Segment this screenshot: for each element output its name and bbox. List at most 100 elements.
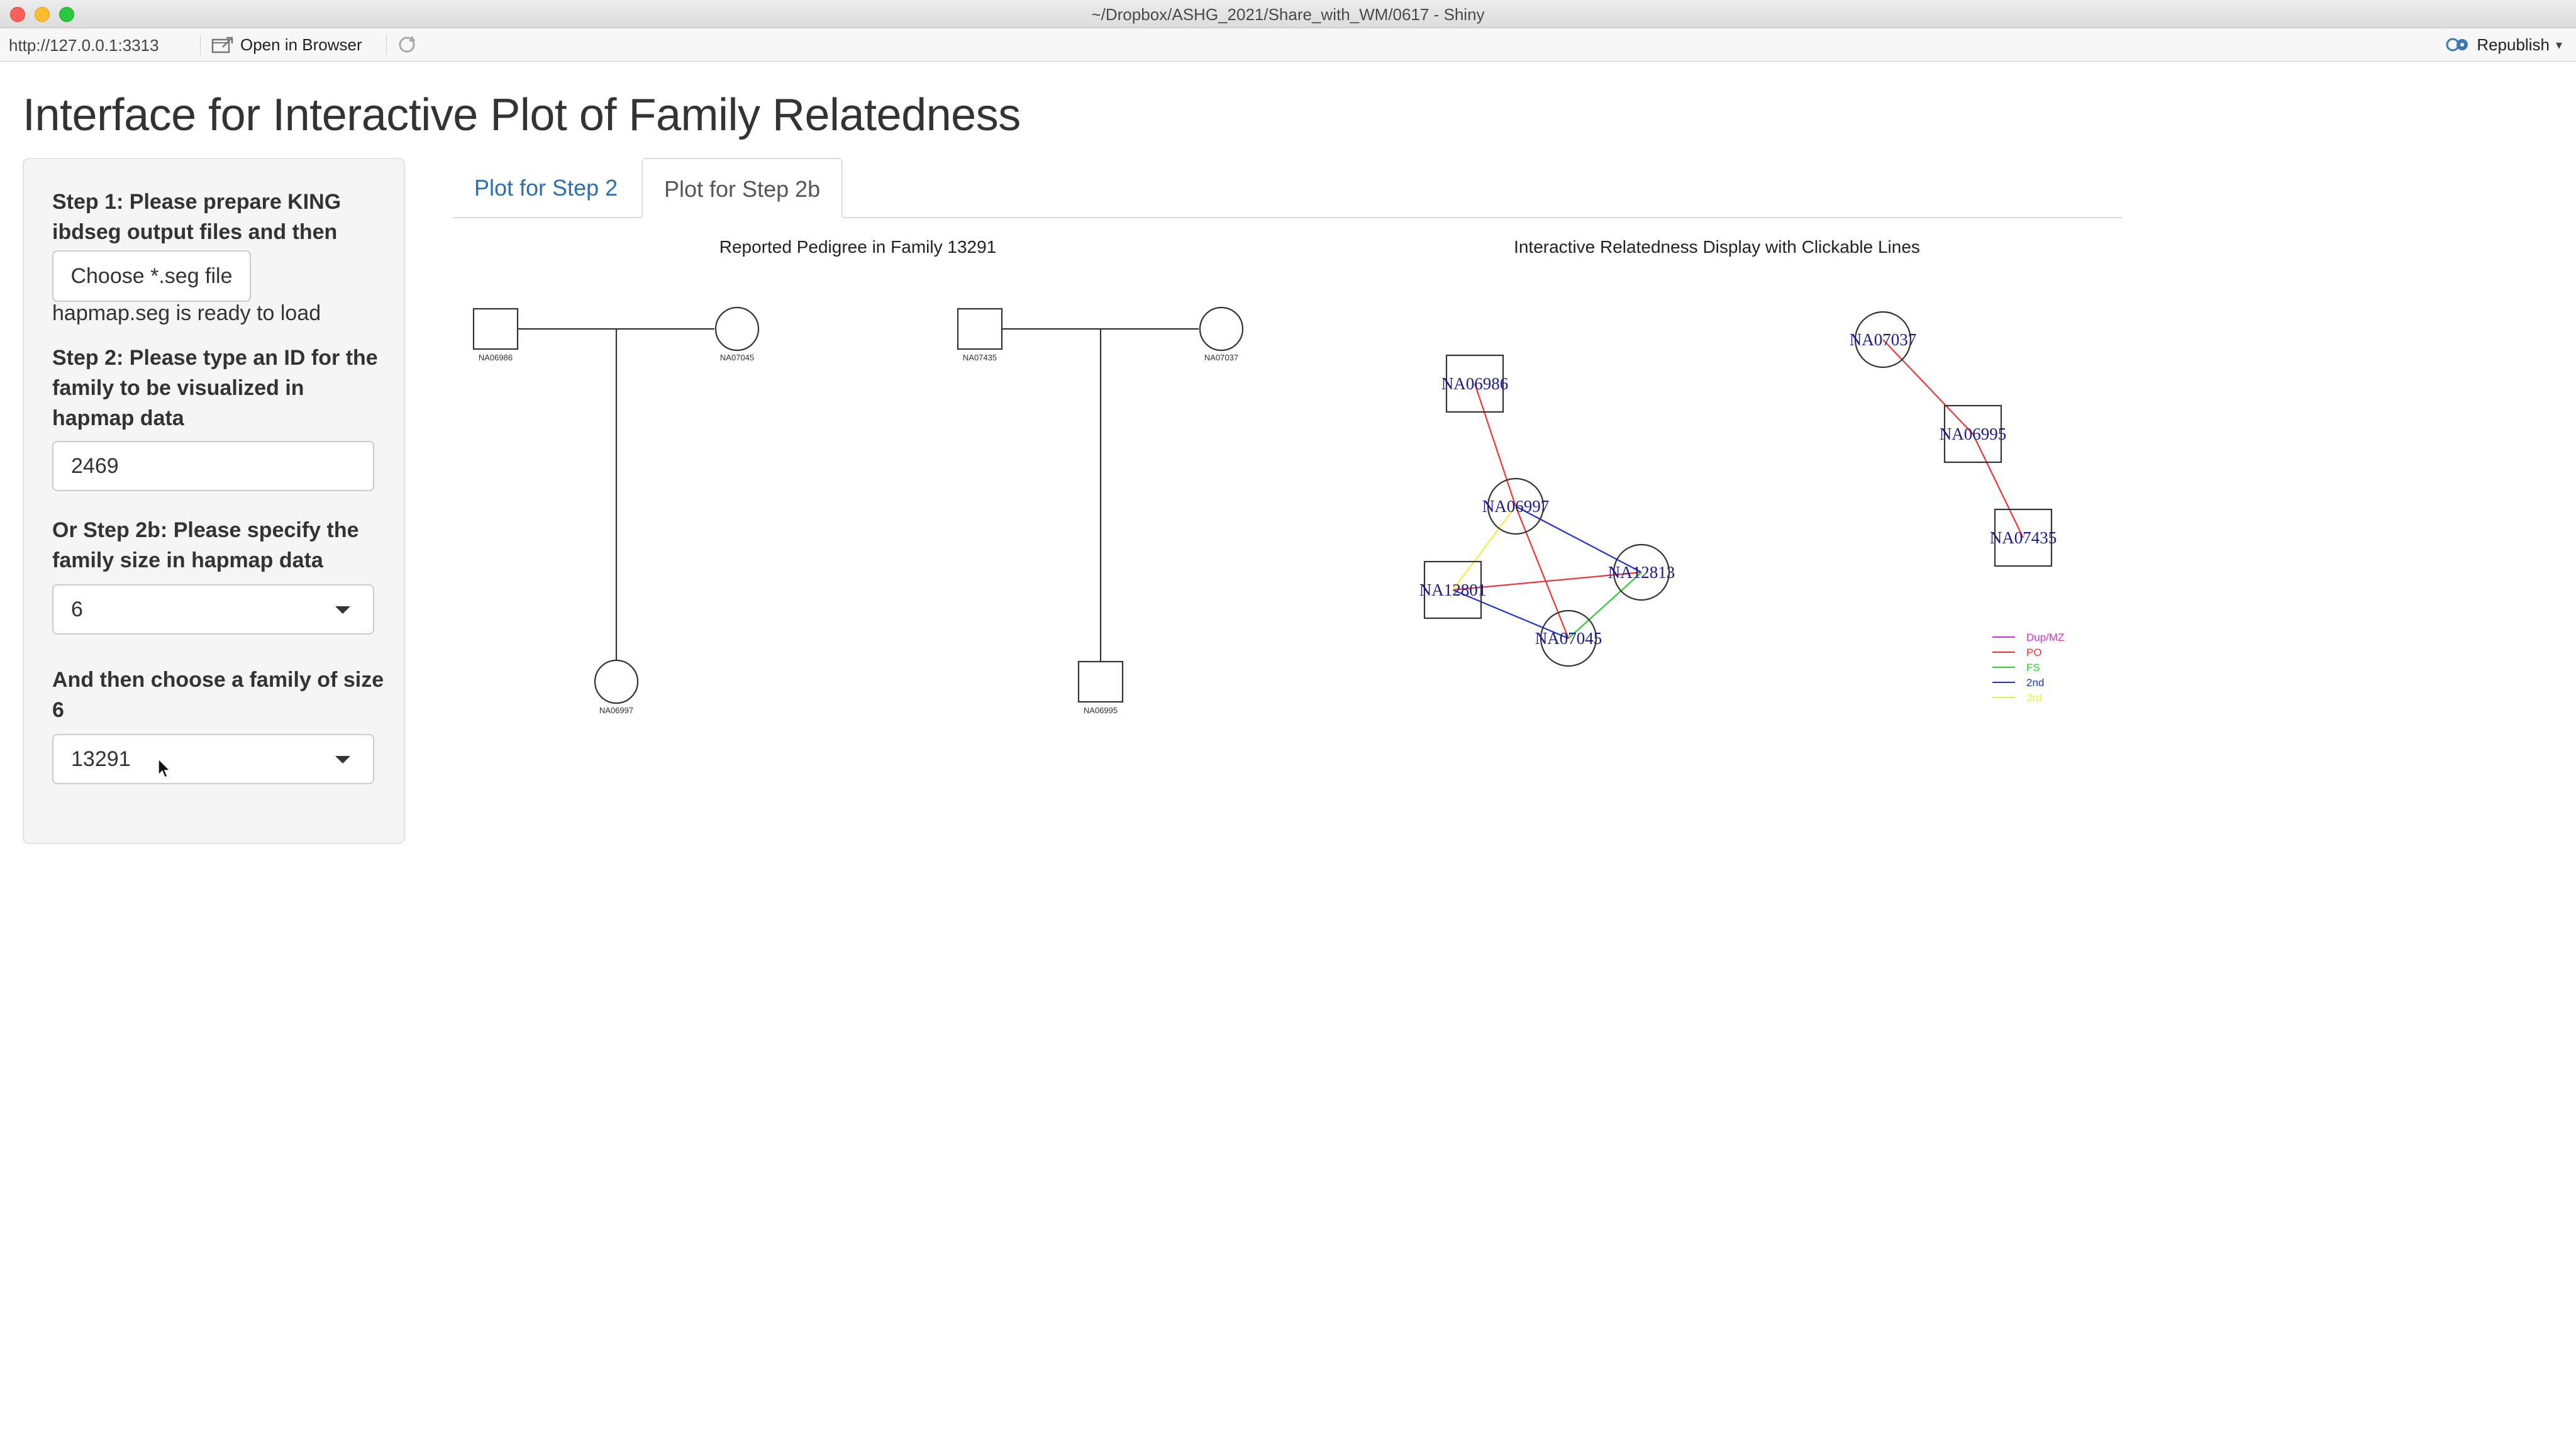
legend-item-PO: PO [1992, 647, 2042, 658]
network-node-label: NA07037 [1850, 330, 1917, 349]
network-male-symbol [1445, 354, 1504, 413]
pedigree-member-label: NA07045 [720, 353, 754, 362]
republish-label: Republish [2477, 35, 2550, 54]
network-node-label: NA06997 [1482, 497, 1550, 516]
network-node-NA07037[interactable]: NA07037 [1850, 311, 1917, 369]
pedigree-male-symbol [472, 308, 519, 350]
pedigree-lines [518, 328, 1199, 663]
pedigree-member-label: NA07435 [963, 353, 997, 362]
step1-label: Step 1: Please prepare KING ibdseg outpu… [52, 190, 341, 244]
network-node-NA06997[interactable]: NA06997 [1482, 477, 1550, 535]
edge-NA06986-NA06997[interactable] [1474, 383, 1517, 507]
mouse-cursor-icon [158, 758, 171, 779]
sidebar-panel: Step 1: Please prepare KING ibdseg outpu… [23, 158, 405, 844]
network-female-symbol [1613, 543, 1670, 601]
tab-plot-step-2[interactable]: Plot for Step 2 [474, 175, 618, 201]
refresh-icon[interactable] [396, 34, 418, 55]
toolbar-divider [200, 35, 201, 55]
legend-item-2nd: 2nd [1992, 677, 2044, 689]
legend-item-3rd: 3rd [1992, 692, 2042, 704]
network-node-label: NA12801 [1419, 580, 1487, 599]
legend-label: 3rd [2026, 692, 2042, 704]
pedigree-female-symbol [1199, 306, 1244, 352]
legend-label: PO [2026, 647, 2042, 658]
pedigree-member-NA07045: NA07045 [714, 306, 760, 362]
open-in-browser-button[interactable]: Open in Browser [211, 34, 362, 55]
window-title-bar: ~/Dropbox/ASHG_2021/Share_with_WM/0617 -… [0, 0, 2576, 28]
step2-label: Step 2: Please type an ID for the family… [52, 346, 378, 430]
tab-plot-step-2b[interactable]: Plot for Step 2b [641, 158, 843, 218]
choose-seg-file-button[interactable]: Choose *.seg file [52, 250, 251, 302]
legend-label: Dup/MZ [2026, 631, 2064, 643]
step2b-label: Or Step 2b: Please specify the family si… [52, 518, 359, 572]
family-size-value: 6 [71, 597, 83, 621]
toolbar-divider [386, 35, 387, 55]
network-node-label: NA07435 [1990, 528, 2057, 547]
relatedness-edges [1452, 339, 2024, 640]
pedigree-female-symbol [594, 659, 639, 704]
pedigree-title: Reported Pedigree in Family 13291 [719, 237, 996, 257]
network-male-symbol [1423, 560, 1482, 619]
chevron-down-icon[interactable]: ▾ [2555, 38, 2562, 52]
pedigree-member-NA06986: NA06986 [472, 308, 519, 362]
relationship-legend: Dup/MZ PO FS 2nd 3rd [1992, 631, 2064, 704]
network-node-NA07435[interactable]: NA07435 [1990, 508, 2057, 567]
network-male-symbol [1994, 508, 2053, 567]
pedigree-female-symbol [714, 306, 760, 352]
network-node-label: NA12813 [1608, 563, 1675, 582]
family-size-select[interactable]: 6 [52, 584, 374, 635]
pedigree-member-NA06997: NA06997 [594, 659, 639, 715]
network-female-symbol [1487, 477, 1545, 535]
network-node-NA07045[interactable]: NA07045 [1535, 609, 1602, 667]
republish-button[interactable]: Republish ▾ [2445, 34, 2562, 55]
pedigree-male-symbol [957, 308, 1003, 350]
edge-NA06997-NA07045[interactable] [1514, 506, 1570, 639]
close-window-button[interactable] [10, 7, 25, 22]
edge-NA06995-NA07435[interactable] [1972, 433, 2024, 538]
window-title: ~/Dropbox/ASHG_2021/Share_with_WM/0617 -… [1091, 5, 1485, 24]
file-status-text: hapmap.seg is ready to load [52, 301, 321, 325]
pedigree-male-symbol [1077, 660, 1124, 703]
family-id-input[interactable]: 2469 [52, 441, 374, 491]
open-in-browser-label: Open in Browser [240, 35, 362, 54]
pedigree-member-label: NA06995 [1084, 706, 1118, 715]
pedigree-member-label: NA06986 [479, 353, 513, 362]
edge-NA12801-NA12813[interactable] [1452, 571, 1642, 591]
edge-NA06997-NA12813[interactable] [1515, 506, 1642, 573]
edge-NA12801-NA07045[interactable] [1452, 589, 1569, 640]
choose-family-label: And then choose a family of size 6 [52, 668, 384, 722]
pedigree-member-NA07435: NA07435 [957, 308, 1003, 362]
pedigree-member-NA07037: NA07037 [1199, 306, 1244, 362]
network-title: Interactive Relatedness Display with Cli… [1514, 237, 1920, 257]
pedigree-member-label: NA06997 [599, 706, 633, 715]
network-node-NA06995[interactable]: NA06995 [1940, 404, 2007, 464]
minimize-window-button[interactable] [35, 7, 50, 22]
network-node-NA12813[interactable]: NA12813 [1608, 543, 1675, 601]
network-node-NA06986[interactable]: NA06986 [1441, 354, 1509, 413]
viewer-toolbar: http://127.0.0.1:3313 Open in Browser Re… [0, 28, 2576, 62]
chevron-down-icon [335, 606, 350, 614]
network-node-NA12801[interactable]: NA12801 [1419, 560, 1487, 619]
zoom-window-button[interactable] [59, 7, 74, 22]
edge-NA06997-NA12801[interactable] [1452, 506, 1516, 591]
family-value: 13291 [71, 747, 131, 771]
network-node-label: NA07045 [1535, 629, 1602, 648]
page-title: Interface for Interactive Plot of Family… [23, 90, 1021, 140]
legend-item-Dup/MZ: Dup/MZ [1992, 631, 2064, 643]
family-select[interactable]: 13291 [52, 734, 374, 784]
open-in-browser-icon [211, 36, 233, 53]
plot-tabs: Plot for Step 2 Plot for Step 2b [453, 158, 2123, 218]
network-female-symbol [1854, 311, 1912, 369]
edge-NA12813-NA07045[interactable] [1568, 572, 1642, 639]
legend-item-FS: FS [1992, 662, 2040, 674]
app-url: http://127.0.0.1:3313 [9, 36, 159, 55]
pedigree-member-label: NA07037 [1204, 353, 1238, 362]
legend-label: 2nd [2026, 677, 2044, 689]
network-male-symbol [1943, 404, 2002, 464]
legend-label: FS [2026, 662, 2040, 674]
network-node-label: NA06995 [1940, 425, 2007, 443]
pedigree-member-NA06995: NA06995 [1077, 660, 1124, 715]
edge-NA07037-NA06995[interactable] [1882, 339, 1974, 435]
